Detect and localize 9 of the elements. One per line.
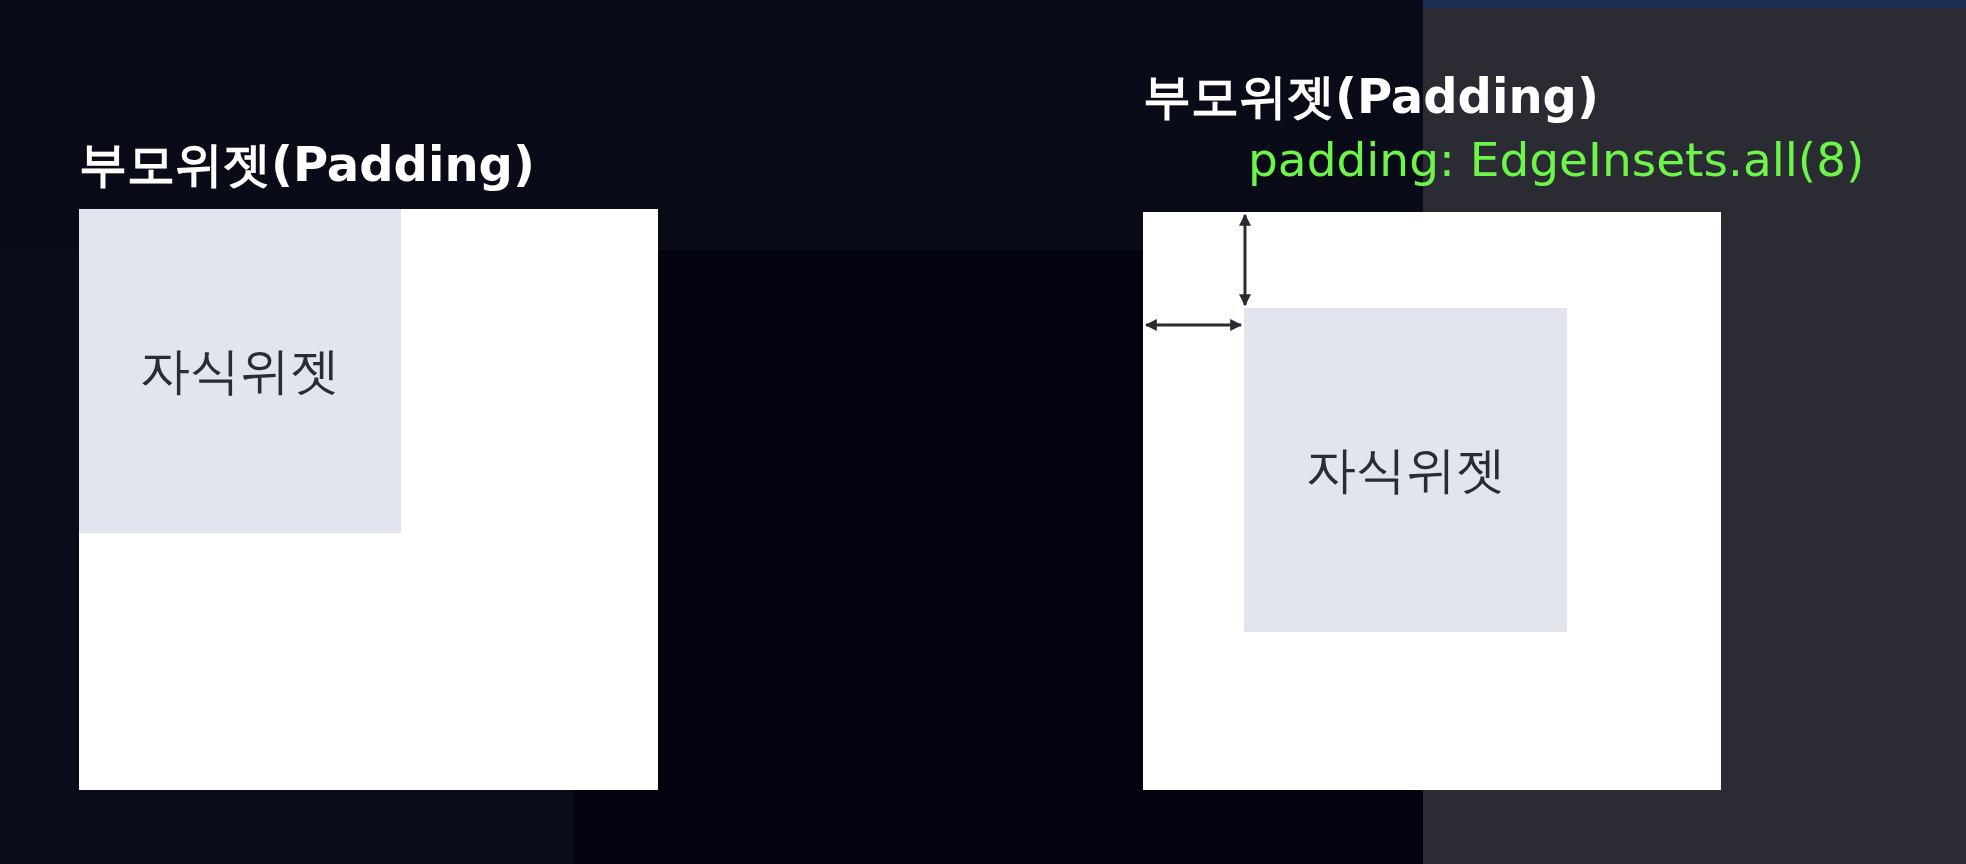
widget-title: 부모위젯(Padding): [79, 135, 535, 194]
padding-arrow: [1144, 319, 1243, 331]
widget-label: 자식위젯: [140, 340, 340, 402]
widget-title: 부모위젯(Padding): [1143, 67, 1599, 126]
padding-arrow: [1239, 213, 1251, 307]
widget-label: 자식위젯: [1305, 439, 1506, 501]
code-label: padding: EdgeInsets.all(8): [1248, 132, 1865, 187]
child-widget-box: [1244, 308, 1567, 632]
child-widget-box: [79, 209, 401, 533]
